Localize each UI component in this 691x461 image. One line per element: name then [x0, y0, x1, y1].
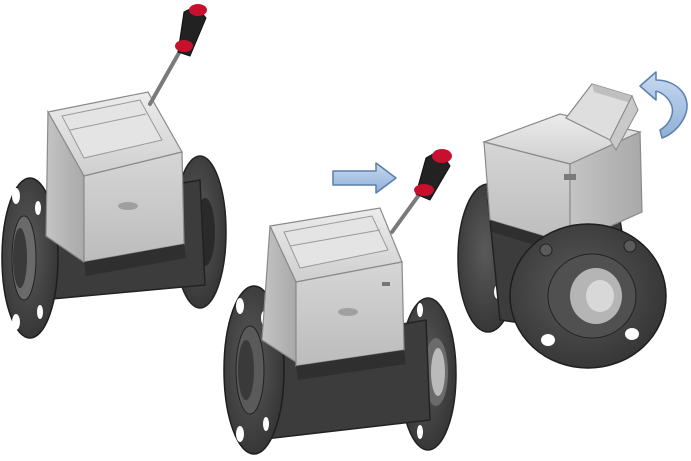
screwdriver-1	[150, 4, 207, 104]
electronics-housing	[262, 208, 406, 380]
meter-step-3	[458, 84, 666, 368]
rotate-arrow-icon	[640, 72, 687, 138]
push-arrow-icon	[333, 163, 396, 193]
meter-step-1	[2, 4, 226, 338]
screwdriver-2	[392, 149, 452, 232]
electronics-housing	[46, 92, 186, 276]
meter-step-2	[224, 149, 456, 454]
flange-front	[510, 224, 666, 368]
